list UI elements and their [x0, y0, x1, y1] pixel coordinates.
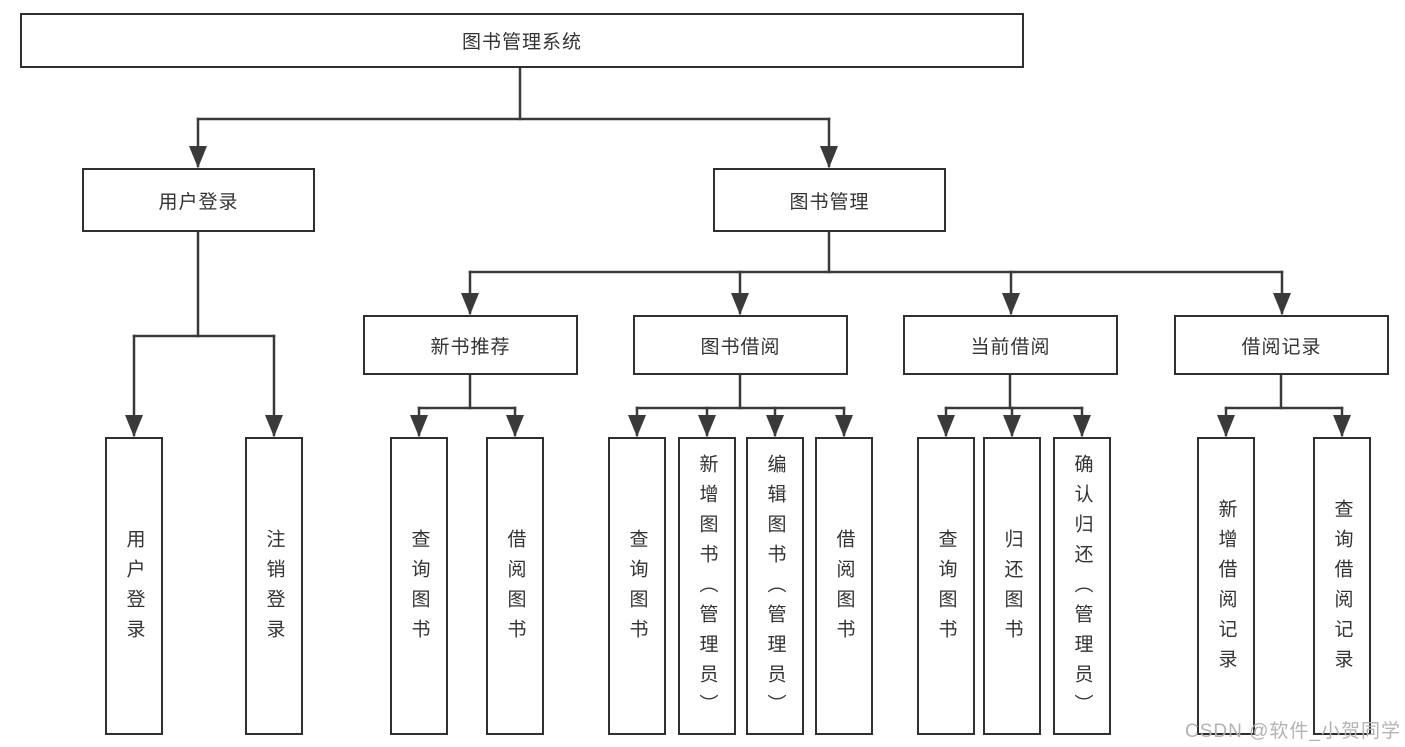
node-label: 图书借阅 — [700, 336, 781, 358]
leaf-query-books-recommend: 查询图书 — [390, 437, 448, 735]
node-label: 查询图书 — [408, 529, 430, 649]
node-book-management: 图书管理 — [713, 168, 946, 232]
node-label: 查询借阅记录 — [1331, 499, 1353, 679]
leaf-query-books-borrow: 查询图书 — [608, 437, 666, 735]
leaf-query-borrow-record: 查询借阅记录 — [1313, 437, 1371, 735]
leaf-add-book-admin: 新增图书（管理员） — [678, 437, 736, 735]
node-label: 当前借阅 — [970, 336, 1051, 358]
node-label: 图书管理 — [789, 191, 870, 213]
csdn-watermark: CSDN @软件_小贺同学 — [1185, 721, 1401, 742]
node-label: 查询图书 — [935, 529, 957, 649]
node-current-borrowing: 当前借阅 — [903, 315, 1118, 375]
node-label: 查询图书 — [626, 529, 648, 649]
leaf-return-book: 归还图书 — [983, 437, 1041, 735]
node-label: 编辑图书（管理员） — [764, 454, 786, 724]
leaf-edit-book-admin: 编辑图书（管理员） — [746, 437, 804, 735]
node-label: 归还图书 — [1001, 529, 1023, 649]
leaf-user-login: 用户登录 — [105, 437, 163, 735]
node-label: 注销登录 — [263, 529, 285, 649]
node-book-borrowing: 图书借阅 — [633, 315, 848, 375]
leaf-borrow-books: 借阅图书 — [815, 437, 873, 735]
node-library-management-system: 图书管理系统 — [20, 13, 1024, 68]
leaf-borrow-books-recommend: 借阅图书 — [486, 437, 544, 735]
node-label: 图书管理系统 — [461, 32, 582, 53]
node-label: 借阅记录 — [1241, 336, 1322, 358]
node-label: 用户登录 — [158, 191, 239, 213]
node-label: 新书推荐 — [430, 336, 511, 358]
leaf-logout: 注销登录 — [245, 437, 303, 735]
node-label: 借阅图书 — [833, 529, 855, 649]
node-label: 新增图书（管理员） — [696, 454, 718, 724]
node-label: 借阅图书 — [504, 529, 526, 649]
node-user-login: 用户登录 — [82, 168, 315, 232]
node-label: 确认归还（管理员） — [1071, 454, 1093, 724]
leaf-confirm-return-admin: 确认归还（管理员） — [1053, 437, 1111, 735]
leaf-add-borrow-record: 新增借阅记录 — [1197, 437, 1255, 735]
leaf-query-books-current: 查询图书 — [917, 437, 975, 735]
node-new-book-recommendation: 新书推荐 — [363, 315, 578, 375]
node-borrowing-records: 借阅记录 — [1174, 315, 1389, 375]
node-label: 用户登录 — [123, 529, 145, 649]
node-label: 新增借阅记录 — [1215, 499, 1237, 679]
